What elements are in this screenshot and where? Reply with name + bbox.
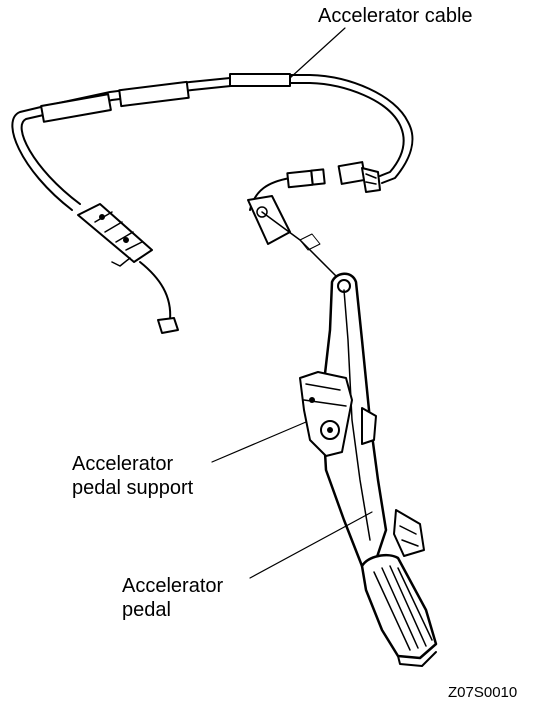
label-pedal-line1: Accelerator xyxy=(122,575,224,597)
cable-end-fitting xyxy=(249,161,381,211)
label-pedal-line2: pedal xyxy=(122,599,171,621)
label-pedal-support-line1: Accelerator xyxy=(72,453,174,475)
leader-line-pedal xyxy=(249,511,373,579)
label-accelerator-pedal: Accelerator pedal xyxy=(122,574,223,622)
accelerator-cable xyxy=(11,73,414,334)
accelerator-pedal-arm xyxy=(320,272,388,568)
leader-line-pedal-support xyxy=(211,421,307,463)
label-accelerator-cable: Accelerator cable xyxy=(318,5,473,27)
label-accelerator-pedal-support: Accelerator pedal support xyxy=(72,452,193,500)
accelerator-pedal-pad xyxy=(360,554,438,667)
figure-code: Z07S0010 xyxy=(448,684,518,701)
accelerator-pedal-support xyxy=(299,371,425,557)
label-pedal-support-line2: pedal support xyxy=(72,477,194,499)
cable-clamp-left xyxy=(77,203,153,267)
leader-line-accelerator-cable xyxy=(289,27,346,79)
